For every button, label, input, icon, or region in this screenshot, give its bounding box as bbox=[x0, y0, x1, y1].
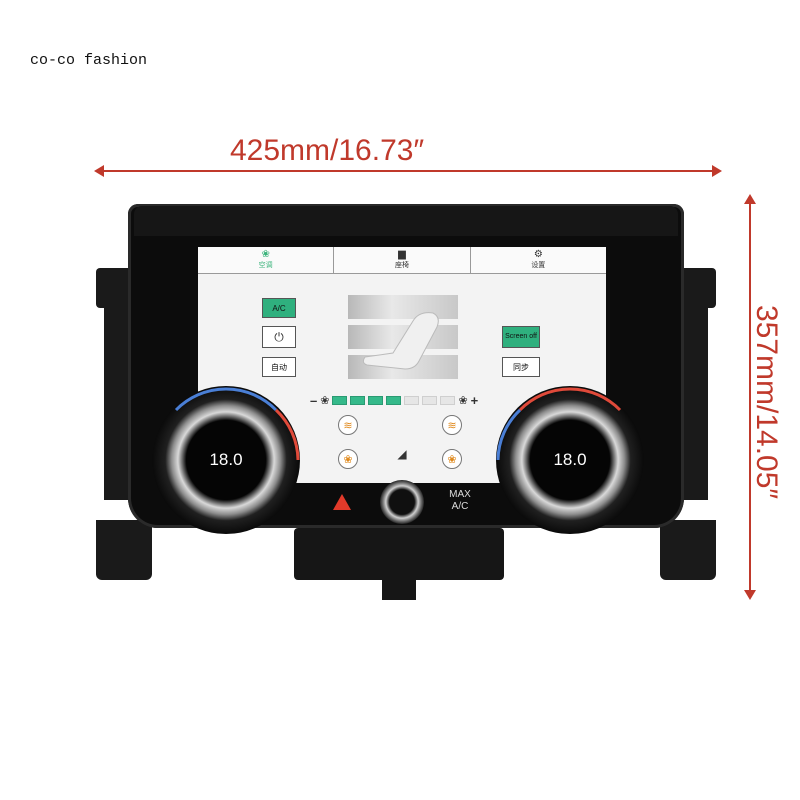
fan-segment bbox=[386, 395, 402, 405]
recirculation-icon[interactable]: ◢ bbox=[397, 447, 407, 461]
width-dimension-label: 425mm/16.73″ bbox=[230, 134, 425, 167]
width-dimension-line bbox=[94, 165, 722, 177]
seat-heat-icon: ≋ bbox=[343, 419, 353, 432]
right-seat-heat-button[interactable]: ≋ bbox=[442, 415, 462, 435]
fan-segment bbox=[422, 395, 438, 405]
height-dimension-label: 357mm/14.05″ bbox=[750, 304, 783, 500]
left-knob-color-arc bbox=[174, 387, 300, 461]
left-temperature-value: 18.0 bbox=[209, 450, 243, 469]
center-knob[interactable] bbox=[380, 480, 424, 524]
left-side-rail bbox=[104, 300, 132, 500]
panel-top-bezel bbox=[134, 206, 678, 236]
fan-increase-button[interactable]: + bbox=[470, 392, 479, 408]
seat-figure-icon bbox=[362, 312, 439, 370]
sync-button[interactable]: 同步 bbox=[502, 357, 540, 377]
power-icon: ⏻ bbox=[274, 329, 284, 344]
seat-vent-icon: ❀ bbox=[447, 453, 457, 466]
right-side-rail bbox=[680, 300, 708, 500]
seat-heat-icon: ≋ bbox=[447, 419, 457, 432]
touch-screen[interactable]: ❀ 空调 ▆ 座椅 ⚙ 设置 A/C ⏻ 自动 Screen off 同步 – … bbox=[198, 247, 606, 483]
connector-plug bbox=[382, 540, 416, 600]
seat-icon: ▆ bbox=[398, 249, 406, 260]
tab-seat[interactable]: ▆ 座椅 bbox=[334, 247, 471, 273]
airflow-seat-display[interactable] bbox=[348, 295, 458, 381]
left-temperature-knob[interactable]: 18.0 bbox=[152, 386, 300, 534]
screen-off-button[interactable]: Screen off bbox=[502, 326, 540, 348]
fan-segment bbox=[368, 395, 384, 405]
left-bottom-bracket bbox=[96, 520, 152, 580]
right-knob-color-arc bbox=[496, 387, 622, 461]
tab-climate[interactable]: ❀ 空调 bbox=[198, 247, 335, 273]
tab-climate-label: 空调 bbox=[258, 262, 273, 269]
fan-speed-bar[interactable]: – ❀ ❀ + bbox=[310, 392, 510, 408]
seat-vent-icon: ❀ bbox=[343, 453, 353, 466]
hazard-button[interactable] bbox=[333, 494, 351, 510]
ac-button[interactable]: A/C bbox=[262, 298, 296, 318]
fan-segment bbox=[440, 395, 456, 405]
gear-icon: ⚙ bbox=[533, 249, 543, 260]
height-dimension-line bbox=[744, 194, 756, 600]
right-bottom-bracket bbox=[660, 520, 716, 580]
screen-tabs: ❀ 空调 ▆ 座椅 ⚙ 设置 bbox=[198, 247, 606, 274]
left-seat-heat-button[interactable]: ≋ bbox=[338, 415, 358, 435]
fan-segment bbox=[350, 395, 366, 405]
airflow-upper-band bbox=[348, 295, 458, 319]
fan-decrease-button[interactable]: – bbox=[310, 392, 318, 408]
watermark: co-co fashion bbox=[30, 52, 148, 69]
tab-settings-label: 设置 bbox=[531, 262, 546, 269]
right-temperature-value: 18.0 bbox=[553, 450, 587, 469]
right-temperature-knob[interactable]: 18.0 bbox=[496, 386, 644, 534]
tab-settings[interactable]: ⚙ 设置 bbox=[471, 247, 606, 273]
left-seat-vent-button[interactable]: ❀ bbox=[338, 449, 358, 469]
max-ac-line2: A/C bbox=[451, 501, 469, 512]
auto-button[interactable]: 自动 bbox=[262, 357, 296, 377]
right-seat-vent-button[interactable]: ❀ bbox=[442, 449, 462, 469]
tab-seat-label: 座椅 bbox=[394, 262, 409, 269]
fan-person-icon: ❀ bbox=[261, 249, 270, 260]
fan-low-icon: ❀ bbox=[320, 394, 330, 407]
fan-segment bbox=[404, 395, 420, 405]
fan-segment bbox=[332, 395, 348, 405]
max-ac-button[interactable]: MAX A/C bbox=[440, 489, 480, 513]
max-ac-line1: MAX bbox=[449, 489, 471, 500]
fan-high-icon: ❀ bbox=[458, 394, 468, 407]
power-button[interactable]: ⏻ bbox=[262, 326, 296, 348]
